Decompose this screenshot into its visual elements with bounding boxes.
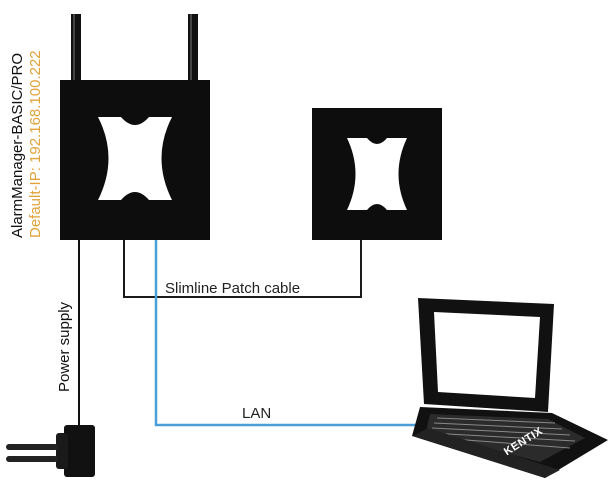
antenna-left bbox=[71, 14, 81, 82]
lan-cable bbox=[154, 240, 428, 427]
alarm-manager-device bbox=[60, 80, 210, 240]
kentix-logo-icon bbox=[98, 117, 172, 200]
patch-cable-label: Slimline Patch cable bbox=[163, 280, 303, 297]
patch-cable bbox=[123, 240, 362, 298]
laptop-icon bbox=[412, 298, 608, 478]
device-name-label: AlarmManager-BASIC/PRO bbox=[9, 52, 26, 238]
antenna-right bbox=[188, 14, 198, 82]
power-plug-icon bbox=[6, 425, 95, 477]
device-ip-label: Default-IP: 192.168.100.222 bbox=[27, 50, 44, 238]
lan-label: LAN bbox=[242, 405, 272, 422]
power-supply-label: Power supply bbox=[56, 301, 73, 392]
satellite-device bbox=[312, 108, 442, 240]
kentix-logo-icon bbox=[347, 138, 407, 210]
